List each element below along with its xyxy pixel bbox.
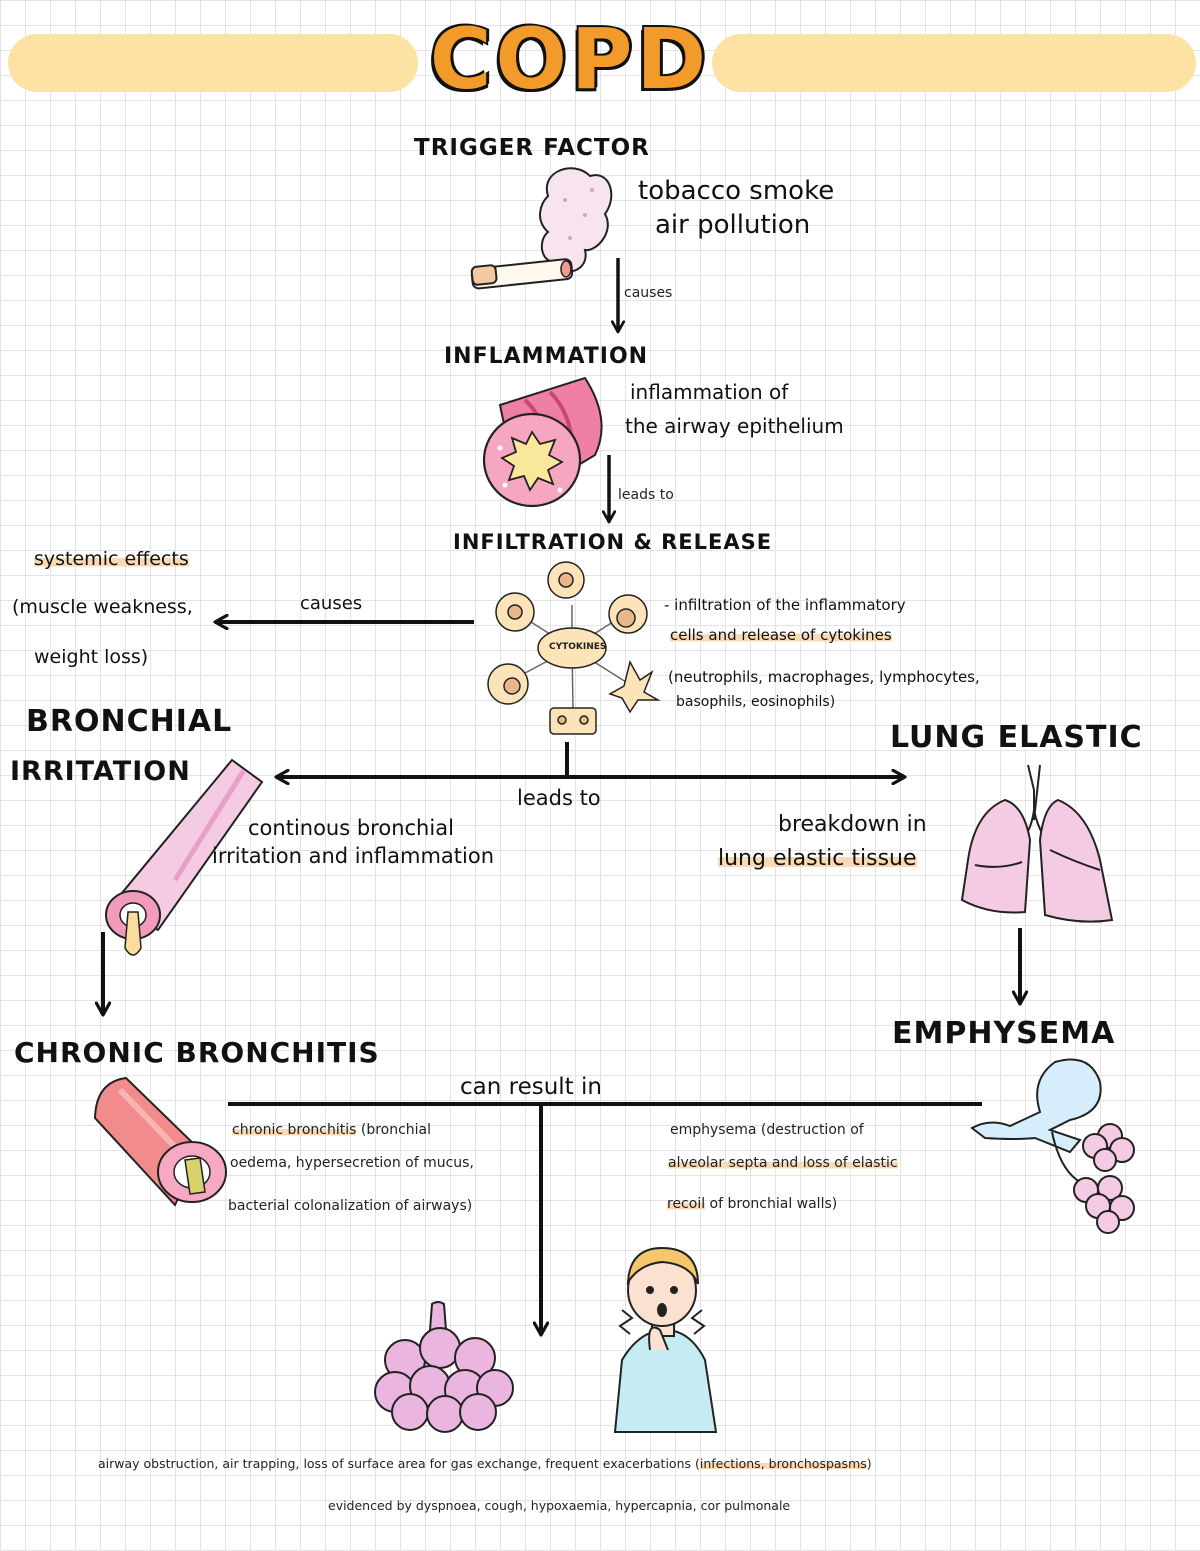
outcome-line1-main: airway obstruction, air trapping, loss o… (98, 1456, 700, 1471)
trigger-heading: TRIGGER FACTOR (414, 135, 650, 161)
inflammation-line2: the airway epithelium (625, 414, 844, 438)
inflamed-bronchus-icon (93, 1076, 227, 1207)
alveolar-cluster-icon (374, 1301, 514, 1433)
trigger-arrow-label: causes (624, 285, 673, 301)
bronchial-tube-icon (105, 758, 264, 956)
inflammation-heading: INFLAMMATION (444, 344, 649, 369)
infiltration-line4: basophils, eosinophils) (676, 694, 836, 710)
outcome-line1-end: ) (866, 1456, 872, 1471)
split-arrow-label: leads to (517, 786, 601, 810)
bronchial-heading-line2: IRRITATION (10, 756, 191, 787)
emphysema-line2-highlight: alveolar septa and loss of elastic (668, 1155, 898, 1171)
emphysema-line3-highlight: recoil (667, 1196, 706, 1212)
emphysema-line3-rest: of bronchial walls) (705, 1196, 838, 1212)
lung-heading: LUNG ELASTIC (890, 720, 1143, 755)
outcome-line2: evidenced by dyspnoea, cough, hypoxaemia… (328, 1498, 791, 1513)
infiltration-line3: (neutrophils, macrophages, lymphocytes, (668, 668, 980, 686)
outcome-line1-highlight: infections, bronchospasms (699, 1456, 867, 1471)
outcome-line1: airway obstruction, air trapping, loss o… (98, 1456, 872, 1471)
chronic-bronchitis-line3: bacterial colonalization of airways) (228, 1198, 473, 1214)
infiltration-line1: - infiltration of the inflammatory (664, 596, 906, 614)
bronchial-heading-line1: BRONCHIAL (26, 704, 233, 739)
lung-line2: lung elastic tissue (718, 846, 917, 871)
trigger-line2: air pollution (655, 210, 811, 240)
inflammation-arrow-label: leads to (618, 487, 674, 503)
systemic-arrow-label: causes (300, 593, 363, 614)
result-label: can result in (460, 1074, 602, 1100)
alveoli-icon (970, 1058, 1135, 1234)
infiltration-line2: cells and release of cytokines (670, 626, 892, 644)
cytokine-cells-icon (487, 561, 661, 735)
cytokine-center-label: CYTOKINES (549, 642, 607, 652)
chronic-bronchitis-highlight: chronic bronchitis (232, 1122, 357, 1138)
chronic-bronchitis-line1: chronic bronchitis (bronchial (232, 1122, 431, 1138)
title-band-left (8, 34, 418, 92)
inflammation-line1: inflammation of (630, 380, 789, 404)
airway-cross-section-icon (482, 376, 603, 508)
bronchial-line1: continous bronchial (248, 816, 454, 840)
page-title: COPD (429, 10, 711, 108)
chronic-bronchitis-line2: oedema, hypersecretion of mucus, (230, 1155, 474, 1171)
bronchial-line2: irritation and inflammation (212, 844, 495, 868)
emphysema-line3: recoil of bronchial walls) (667, 1196, 837, 1212)
infiltration-heading: INFILTRATION & RELEASE (453, 530, 773, 554)
emphysema-line2: alveolar septa and loss of elastic (668, 1155, 898, 1171)
systemic-line2: (muscle weakness, (12, 596, 193, 618)
lung-line1: breakdown in (778, 812, 927, 837)
emphysema-line1: emphysema (destruction of (670, 1122, 864, 1138)
title-band-right (712, 34, 1196, 92)
emphysema-heading: EMPHYSEMA (892, 1016, 1116, 1051)
chronic-bronchitis-line1-rest: (bronchial (356, 1122, 432, 1138)
trigger-line1: tobacco smoke (638, 176, 835, 206)
lungs-icon (960, 764, 1114, 923)
systemic-line1: systemic effects (34, 548, 189, 570)
cigarette-smoke-icon (470, 167, 613, 290)
chronic-bronchitis-heading: CHRONIC BRONCHITIS (14, 1036, 380, 1069)
coughing-person-icon (613, 1246, 718, 1433)
systemic-line3: weight loss) (34, 646, 149, 668)
